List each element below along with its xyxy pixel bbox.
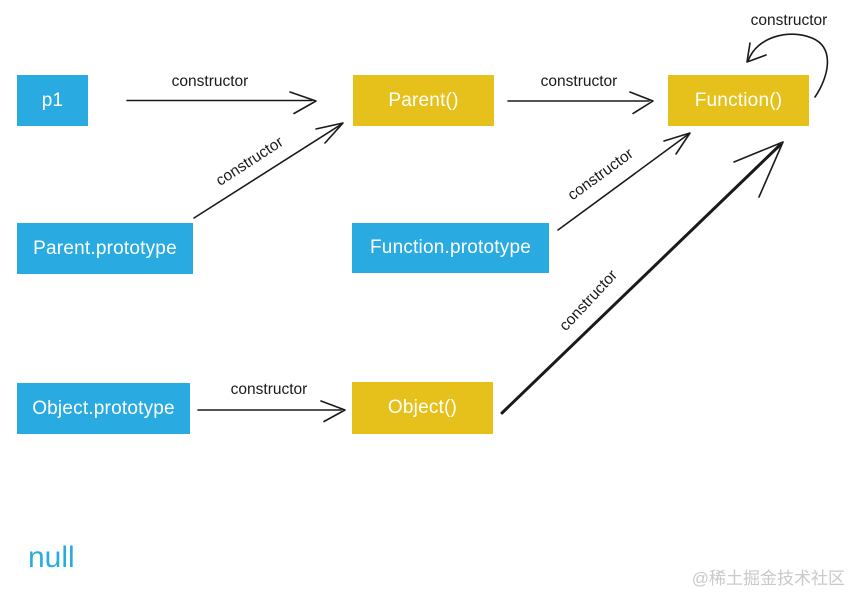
edge-p1-to-parent-arrow — [126, 91, 317, 115]
edge-functionprototype-to-function-arrow — [557, 132, 691, 231]
node-object-prototype: Object.prototype — [17, 383, 190, 434]
edge-label-objectprototype-to-object: constructor — [230, 381, 308, 398]
node-parent-prototype-label: Parent.prototype — [33, 237, 177, 259]
node-parent-function: Parent() — [353, 75, 494, 126]
node-p1: p1 — [17, 75, 88, 126]
node-object-prototype-label: Object.prototype — [32, 397, 175, 419]
node-function-function: Function() — [668, 75, 809, 126]
node-parent-prototype: Parent.prototype — [17, 223, 193, 274]
node-parent-function-label: Parent() — [388, 89, 459, 111]
edge-parent-to-function-arrow — [507, 91, 654, 115]
edge-objectprototype-to-object-arrow — [197, 400, 346, 423]
node-function-prototype: Function.prototype — [352, 223, 549, 273]
node-object-function-label: Object() — [387, 397, 458, 418]
edge-object-to-function-arrow — [500, 141, 784, 415]
node-p1-label: p1 — [41, 89, 64, 111]
edge-label-parent-to-function: constructor — [540, 73, 618, 90]
edge-parentprototype-to-parent-arrow — [193, 122, 344, 219]
edge-label-p1-to-parent: constructor — [171, 73, 249, 90]
null-label: null — [28, 541, 75, 574]
edge-function-self-loop-arrow — [746, 33, 829, 98]
node-function-prototype-label: Function.prototype — [370, 237, 531, 258]
edge-label-function-self-loop: constructor — [750, 12, 828, 29]
node-function-function-label: Function() — [694, 89, 783, 111]
node-object-function: Object() — [352, 382, 493, 434]
watermark: @稀土掘金技术社区 — [691, 569, 845, 588]
